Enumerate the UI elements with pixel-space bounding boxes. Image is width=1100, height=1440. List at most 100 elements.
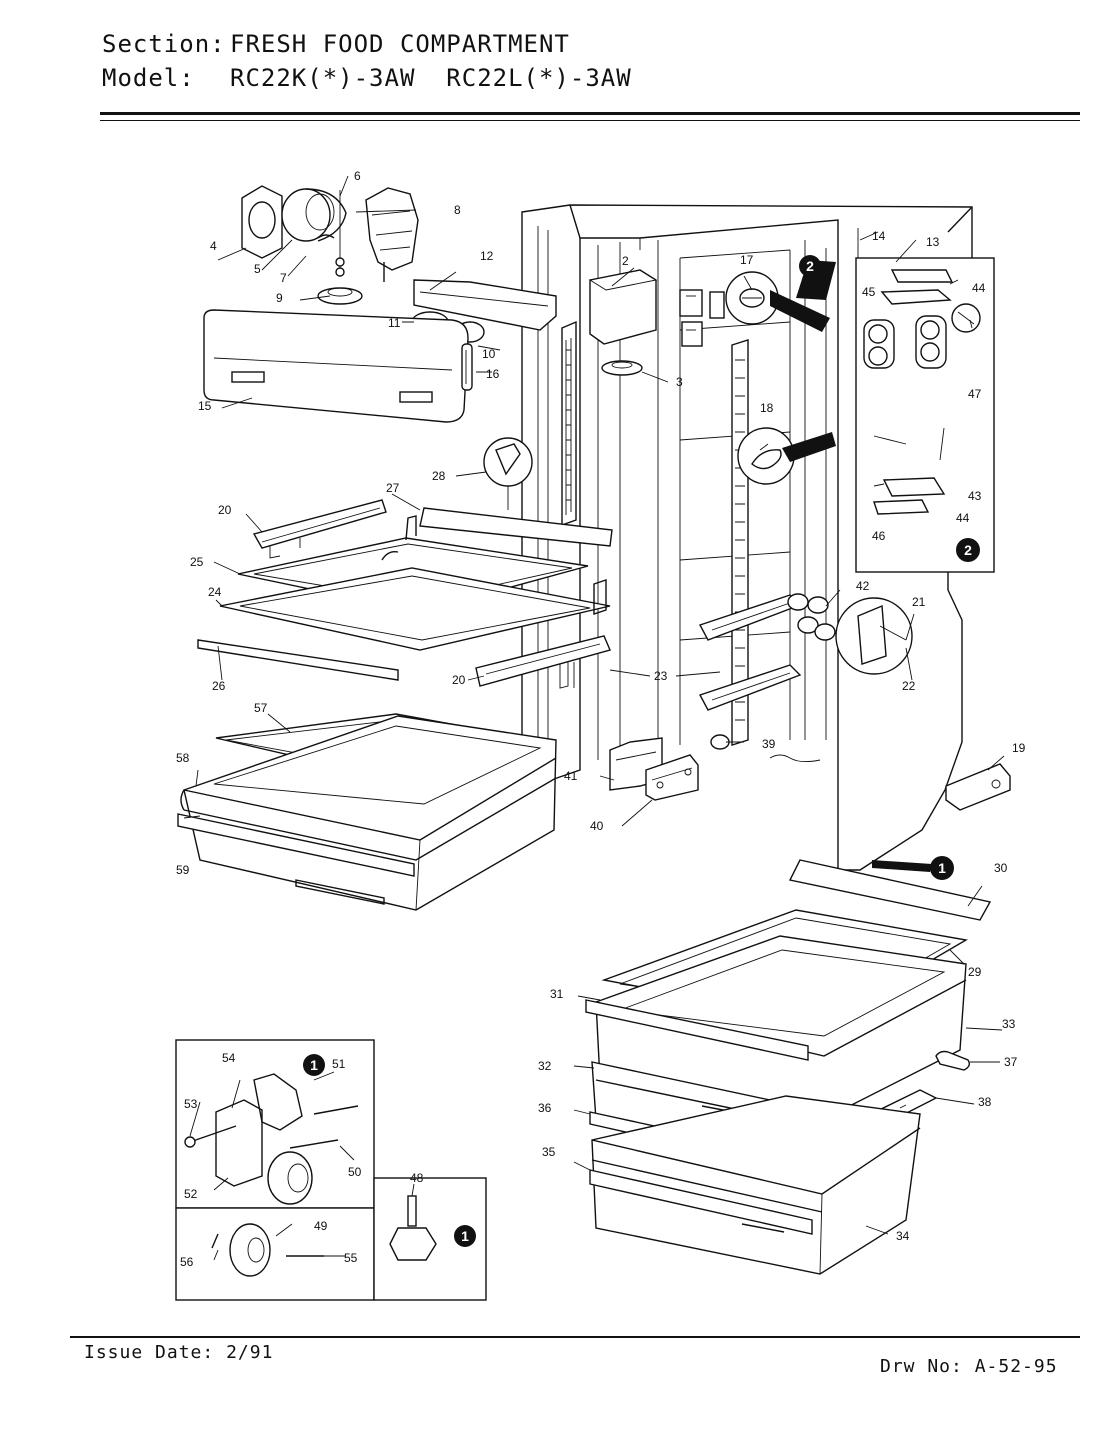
callout-45: 45 <box>862 285 876 299</box>
ref-badge-1-hinge-label: 1 <box>310 1057 318 1073</box>
callout-37: 37 <box>1004 1055 1018 1069</box>
ref-badge-1-cabinet: 1 <box>930 856 954 880</box>
model-label: Model: <box>102 64 195 92</box>
callout-46: 46 <box>872 529 886 543</box>
callout-44-upper: 44 <box>972 281 986 295</box>
detail-circle-28 <box>483 437 533 510</box>
model-header: Model: RC22K(*)-3AW RC22L(*)-3AW <box>102 64 632 92</box>
callout-13: 13 <box>926 235 940 249</box>
callout-20-upper: 20 <box>218 503 232 517</box>
callout-42: 42 <box>856 579 870 593</box>
callout-17: 17 <box>740 253 754 267</box>
footer-rule <box>70 1336 1080 1338</box>
control-switches <box>679 289 725 347</box>
callout-33: 33 <box>1002 1017 1016 1031</box>
ref-badge-2-cabinet: 2 <box>799 255 821 277</box>
callout-19: 19 <box>1012 741 1026 755</box>
control-housing-8 <box>365 187 419 282</box>
callout-9: 9 <box>276 291 283 305</box>
callout-24: 24 <box>208 585 222 599</box>
callout-25: 25 <box>190 555 204 569</box>
ref-badge-2-cabinet-label: 2 <box>806 258 814 274</box>
callout-22: 22 <box>902 679 916 693</box>
issue-date: Issue Date: 2/91 <box>84 1342 273 1363</box>
ref-badge-1-leg-label: 1 <box>461 1228 469 1244</box>
callout-35: 35 <box>542 1145 556 1159</box>
callout-10: 10 <box>482 347 496 361</box>
callout-55: 55 <box>344 1251 358 1265</box>
inset-box-2 <box>855 257 995 573</box>
callout-32: 32 <box>538 1059 552 1073</box>
callout-11: 11 <box>388 316 401 330</box>
callout-51: 51 <box>332 1057 346 1071</box>
callout-38: 38 <box>978 1095 992 1109</box>
shelf-rail-left <box>561 320 577 526</box>
callout-40: 40 <box>590 819 604 833</box>
crisper-handle-59 <box>177 813 415 905</box>
callout-14: 14 <box>872 229 886 243</box>
detail-circle-21 <box>835 597 913 675</box>
issue-date-label: Issue Date: <box>84 1342 215 1363</box>
callout-15: 15 <box>198 399 212 413</box>
callout-58: 58 <box>176 751 190 765</box>
callout-18: 18 <box>760 401 774 415</box>
section-header: Section:FRESH FOOD COMPARTMENT <box>102 30 570 58</box>
shelf-front-trim-27 <box>419 507 613 547</box>
callout-39: 39 <box>762 737 776 751</box>
callout-50: 50 <box>348 1165 362 1179</box>
callout-23: 23 <box>654 669 668 683</box>
shelf-bracket-20-lower <box>475 635 611 689</box>
callout-21: 21 <box>912 595 926 609</box>
callout-labels: 2 3 4 5 6 7 8 9 10 11 12 13 14 15 16 17 … <box>176 169 1026 1269</box>
drawing-number-value: A-52-95 <box>974 1356 1058 1377</box>
callout-3: 3 <box>676 375 683 389</box>
shelf-trim-30 <box>788 859 992 921</box>
callout-6: 6 <box>354 169 361 183</box>
drawing-number-label: Drw No: <box>880 1356 963 1377</box>
shelf-frame-24 <box>219 567 611 651</box>
detail-circle-17 <box>725 271 779 325</box>
drawer-trim-35 <box>589 1169 813 1235</box>
callout-54: 54 <box>222 1051 236 1065</box>
lower-drawer-34 <box>591 1095 921 1275</box>
ref-badge-1-hinge: 1 <box>303 1054 325 1076</box>
callout-49: 49 <box>314 1219 328 1233</box>
callout-7: 7 <box>280 271 287 285</box>
callout-52: 52 <box>184 1187 198 1201</box>
inset-box-1-wheel <box>175 1207 375 1301</box>
callout-26: 26 <box>212 679 226 693</box>
damper-2 <box>588 269 658 345</box>
callout-8: 8 <box>454 203 461 217</box>
callout-43: 43 <box>968 489 982 503</box>
callout-28: 28 <box>432 469 446 483</box>
callout-29: 29 <box>968 965 982 979</box>
ref-badge-1-cabinet-label: 1 <box>938 860 946 876</box>
callout-16: 16 <box>486 367 500 381</box>
header-rule-thick <box>100 112 1080 115</box>
shelf-trim-26 <box>197 639 399 681</box>
drawing-number: Drw No: A-52-95 <box>880 1356 1058 1377</box>
callout-48: 48 <box>410 1171 424 1185</box>
callout-36: 36 <box>538 1101 552 1115</box>
detail-circle-18 <box>737 427 795 485</box>
drawer-support-37 <box>935 1050 971 1071</box>
callout-27: 27 <box>386 481 400 495</box>
header-rule-thin <box>100 120 1080 121</box>
model-value: RC22K(*)-3AW RC22L(*)-3AW <box>230 64 632 92</box>
callout-5: 5 <box>254 262 261 276</box>
callout-4: 4 <box>210 239 217 253</box>
callout-12: 12 <box>480 249 494 263</box>
callout-44-lower: 44 <box>956 511 970 525</box>
callout-53: 53 <box>184 1097 198 1111</box>
control-panel-cover-15 <box>203 309 469 423</box>
crisper-drawer-58 <box>180 715 557 911</box>
callout-56: 56 <box>180 1255 194 1269</box>
knob-parts-6-7-9 <box>317 190 363 305</box>
light-shield-12 <box>413 279 557 331</box>
section-value: FRESH FOOD COMPARTMENT <box>230 30 570 58</box>
section-label: Section: <box>102 30 226 58</box>
leveling-leg-19 <box>945 763 1011 811</box>
ref-badge-2-inset-label: 2 <box>964 542 972 558</box>
issue-date-value: 2/91 <box>226 1342 274 1363</box>
